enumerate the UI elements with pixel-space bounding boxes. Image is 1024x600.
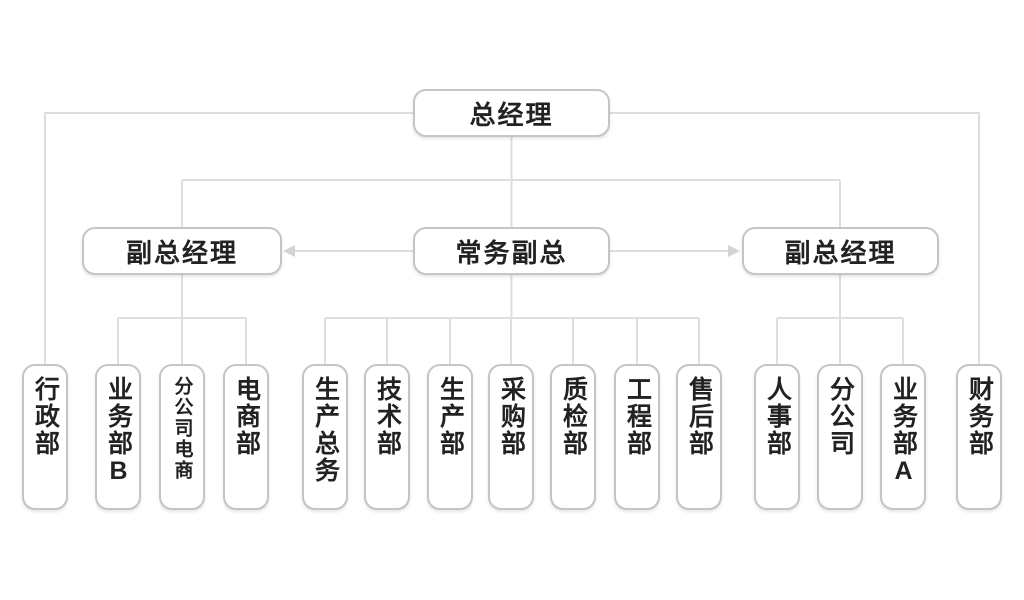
org-node-label: 质检部	[559, 376, 588, 457]
org-node-label: 售后部	[685, 376, 714, 457]
org-node-label: 业务部B	[104, 376, 133, 487]
org-node-label: 采购部	[497, 376, 526, 457]
connector-right-group-children	[776, 275, 904, 364]
org-node-quality-inspection-dept: 质检部	[550, 364, 596, 510]
arrowhead-right-icon	[728, 245, 740, 257]
connector-root-to-finance-dept	[610, 112, 980, 364]
connector-left-group-children	[117, 275, 247, 364]
connector-root-to-level2	[181, 137, 841, 227]
org-node-label: 生产部	[436, 376, 465, 457]
org-node-label: 行政部	[31, 376, 60, 457]
org-node-purchasing-dept: 采购部	[488, 364, 534, 510]
org-node-business-dept-b: 业务部B	[95, 364, 141, 510]
connector-mid-group-children	[324, 275, 700, 364]
org-node-after-sales-dept: 售后部	[676, 364, 722, 510]
org-node-label: 生产总务	[311, 376, 340, 484]
org-node-business-dept-a: 业务部A	[880, 364, 926, 510]
org-node-production-general-affairs: 生产总务	[302, 364, 348, 510]
org-node-deputy-gm-left: 副总经理	[82, 227, 282, 275]
org-node-general-manager: 总经理	[413, 89, 610, 137]
org-node-finance-dept: 财务部	[956, 364, 1002, 510]
org-node-production-dept: 生产部	[427, 364, 473, 510]
org-node-label: 财务部	[965, 376, 994, 457]
org-node-label: 人事部	[763, 376, 792, 457]
org-node-label: 分公司电商	[171, 376, 193, 481]
org-node-label: 电商部	[232, 376, 261, 457]
org-node-label: 业务部A	[889, 376, 918, 487]
org-node-ecommerce-dept: 电商部	[223, 364, 269, 510]
connector-root-to-admin-dept	[44, 112, 413, 364]
arrowhead-left-icon	[283, 245, 295, 257]
org-node-engineering-dept: 工程部	[614, 364, 660, 510]
org-node-branch-company: 分公司	[817, 364, 863, 510]
org-node-hr-dept: 人事部	[754, 364, 800, 510]
org-node-technology-dept: 技术部	[364, 364, 410, 510]
org-node-label: 分公司	[826, 376, 855, 457]
org-node-label: 技术部	[373, 376, 402, 457]
org-node-deputy-gm-right: 副总经理	[742, 227, 939, 275]
org-node-label: 工程部	[623, 376, 652, 457]
org-node-branch-ecommerce: 分公司电商	[159, 364, 205, 510]
org-node-admin-dept: 行政部	[22, 364, 68, 510]
org-node-executive-deputy-gm: 常务副总	[413, 227, 610, 275]
